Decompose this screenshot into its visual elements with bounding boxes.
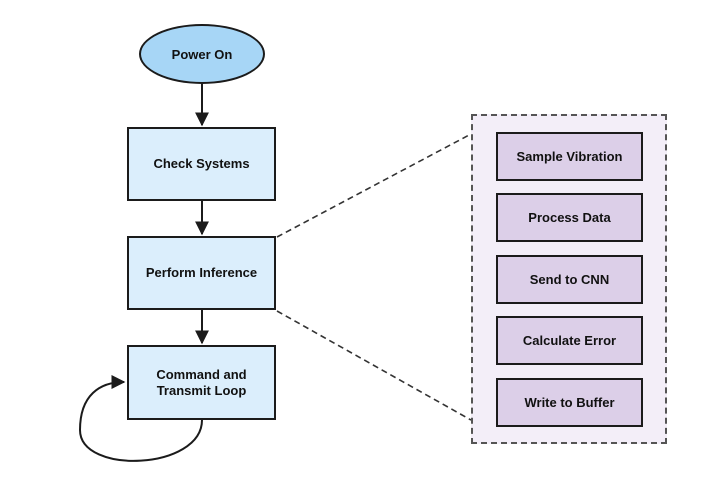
detail-send-to-cnn-label: Send to CNN xyxy=(529,271,610,287)
detail-write-to-buffer: Write to Buffer xyxy=(496,378,643,427)
detail-sample-vibration: Sample Vibration xyxy=(496,132,643,181)
detail-send-to-cnn: Send to CNN xyxy=(496,255,643,304)
step-check-systems-label: Check Systems xyxy=(153,156,250,171)
step-check-systems: Check Systems xyxy=(127,127,276,201)
start-label: Power On xyxy=(171,46,233,62)
detail-write-to-buffer-label: Write to Buffer xyxy=(524,394,615,410)
detail-sample-vibration-label: Sample Vibration xyxy=(516,148,623,164)
zoom-dashed-line-top xyxy=(276,133,472,238)
detail-process-data-label: Process Data xyxy=(528,209,611,225)
detail-process-data: Process Data xyxy=(496,193,643,242)
detail-calculate-error: Calculate Error xyxy=(496,316,643,365)
start-oval: Power On xyxy=(139,24,265,84)
step-perform-inference-label: Perform Inference xyxy=(145,265,258,280)
loop-arrow xyxy=(78,375,203,462)
detail-calculate-error-label: Calculate Error xyxy=(522,332,617,348)
step-command-transmit-loop: Command and Transmit Loop xyxy=(127,345,276,420)
step-perform-inference: Perform Inference xyxy=(127,236,276,310)
zoom-dashed-line-bottom xyxy=(276,310,472,421)
step-command-transmit-loop-label: Command and Transmit Loop xyxy=(156,366,247,398)
